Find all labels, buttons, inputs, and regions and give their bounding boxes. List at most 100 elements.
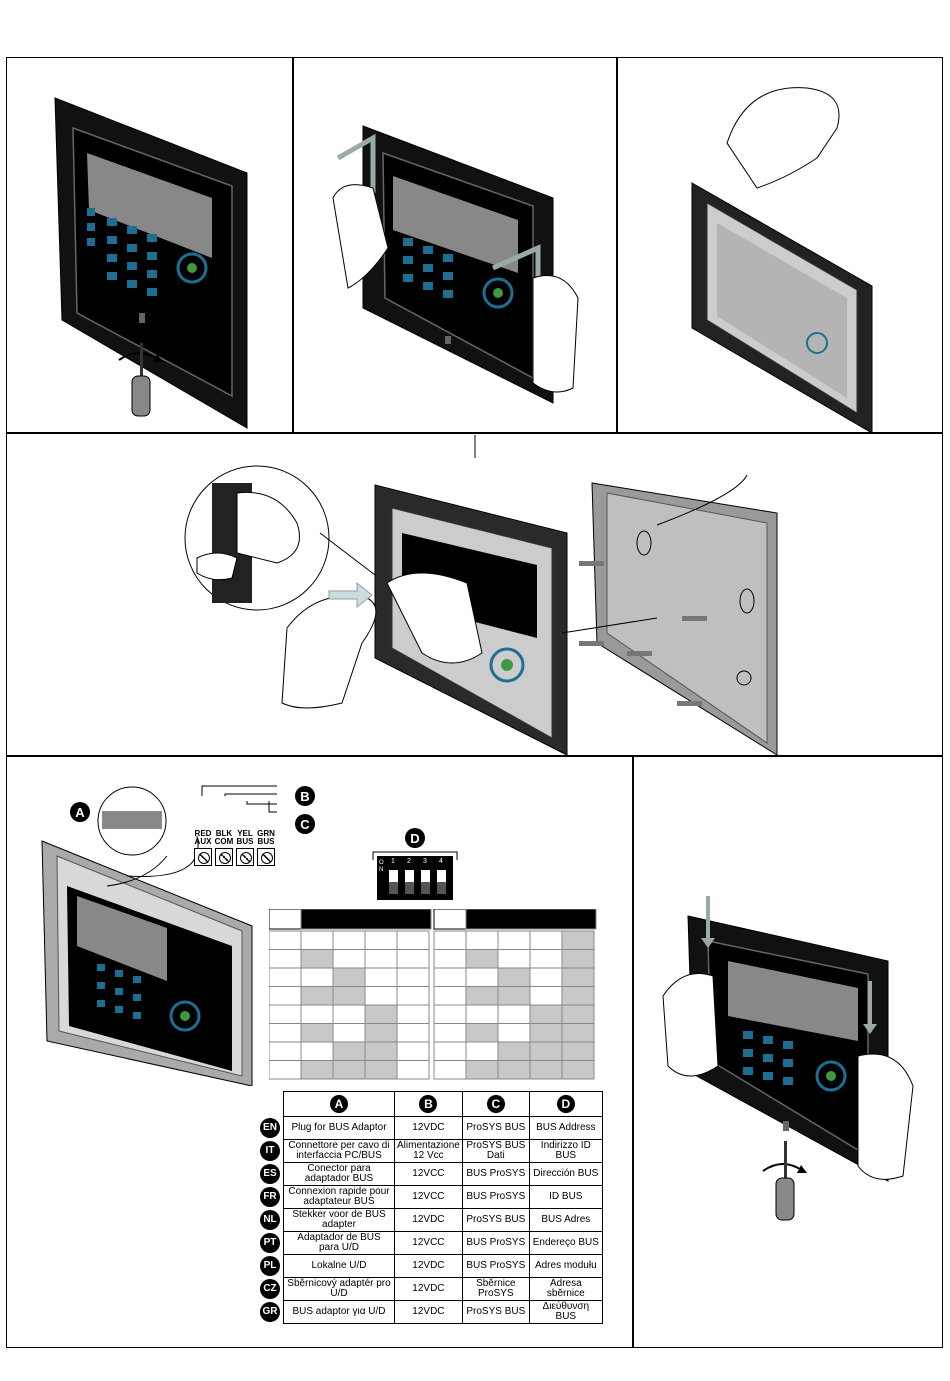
dip-grid-cell [364, 1004, 398, 1024]
terminal-label-top: YEL [237, 829, 253, 838]
dip-switch: ON 1 2 3 4 [377, 856, 453, 900]
dip-grid-cell [497, 967, 531, 987]
header-a: A [330, 1095, 348, 1113]
dip-grid-cell [364, 1023, 398, 1043]
dip-grid-cell [497, 1004, 531, 1024]
terminal-label-bottom: COM [214, 837, 234, 846]
dip-grid-cell [465, 967, 499, 987]
cell-b: 12VDC [394, 1208, 463, 1232]
dip-grid-cell [396, 949, 430, 969]
dip-grid-cell [364, 930, 398, 950]
cell-d: Διεύθυνση BUS [528, 1300, 603, 1324]
terminal-block: RED AUX BLK COM YEL BUS GRN BUS [192, 828, 282, 870]
dip-lever [437, 870, 446, 894]
dip-grid-cell [332, 930, 366, 950]
cell-b: 12VCC [394, 1231, 463, 1255]
cell-b: 12VCC [394, 1185, 463, 1209]
dip-grid-cell [396, 967, 430, 987]
dip-grid-cell [561, 1023, 595, 1043]
dip-grid-cell [300, 949, 334, 969]
dip-grid-cell [300, 930, 334, 950]
dip-grid-cell [433, 967, 467, 987]
cell-d: ID BUS [528, 1185, 603, 1209]
header-c: C [486, 1095, 505, 1113]
dip-grid-cell [364, 1060, 398, 1080]
dip-grid-cell [529, 1004, 563, 1024]
dip-grid-cell [465, 930, 499, 950]
dip-grid-cell [529, 1041, 563, 1061]
dip-grid-cell [465, 1023, 499, 1043]
wiring-illustration [41, 785, 277, 1086]
dip-grid-cell [332, 949, 366, 969]
screw-terminal [236, 848, 254, 866]
dip-grid-cell [300, 967, 334, 987]
dip-grid-cell [561, 967, 595, 987]
terminal-label-top: BLK [215, 829, 233, 838]
dip-grid-cell [332, 1041, 366, 1061]
language-badge: NL [260, 1210, 280, 1230]
language-badge: ES [260, 1164, 280, 1184]
dip-grid-cell [300, 1041, 334, 1061]
dip-grid-cell [561, 930, 595, 950]
step-panel-4 [6, 432, 943, 757]
dip-grid-cell [300, 1060, 334, 1080]
cell-c: ProSYS BUS [461, 1208, 530, 1232]
cell-c: ProSYS BUS Dati [461, 1139, 530, 1163]
cell-b: 12VCC [394, 1162, 463, 1186]
dip-grid-cell [364, 949, 398, 969]
language-badge: CZ [260, 1279, 280, 1299]
language-badge: PL [260, 1256, 280, 1276]
dip-grid-cell [433, 986, 467, 1006]
terminal-label-top: RED [194, 829, 212, 838]
cell-a: Conector para adaptador BUS [283, 1162, 395, 1186]
terminal-label-bottom: BUS [236, 837, 254, 846]
cell-b: 12VDC [394, 1116, 463, 1140]
cell-d: Dirección BUS [528, 1162, 603, 1186]
cell-c: ProSYS BUS [461, 1300, 530, 1324]
dip-grid-cell [332, 1004, 366, 1024]
dip-grid-cell [433, 1060, 467, 1080]
cell-b: 12VDC [394, 1300, 463, 1324]
dip-grid-cell [561, 1041, 595, 1061]
dip-number: 1 [391, 858, 395, 865]
keypad-front-illustration [54, 97, 248, 429]
dip-grid-cell [433, 930, 467, 950]
dip-grid-cell [433, 1004, 467, 1024]
dip-grid-cell [332, 967, 366, 987]
dip-grid-cell [529, 1060, 563, 1080]
dip-grid-cell [269, 1023, 302, 1043]
cell-c: ProSYS BUS [461, 1116, 530, 1140]
cell-c: BUS ProSYS [461, 1162, 530, 1186]
dip-grid-cell [465, 1004, 499, 1024]
dip-grid-cell [300, 1023, 334, 1043]
cell-b: 12VDC [394, 1254, 463, 1278]
dip-grid-cell [396, 986, 430, 1006]
cell-b: Alimentazione 12 Vcc [394, 1139, 463, 1163]
cell-a: Connexion rapide pour adaptateur BUS [283, 1185, 395, 1209]
header-b: B [419, 1095, 438, 1113]
cell-d: BUS Address [528, 1116, 603, 1140]
callout-c: C [295, 814, 315, 834]
table-header-row: A B C D [257, 1091, 603, 1117]
dip-lever [389, 870, 398, 894]
callout-b: B [295, 786, 315, 806]
dip-grid-cell [364, 967, 398, 987]
cell-a: BUS adaptor για U/D [283, 1300, 395, 1324]
dip-grid-cell [561, 986, 595, 1006]
dip-number: 3 [423, 858, 427, 865]
dip-grid-cell [396, 1060, 430, 1080]
dip-grid-cell [396, 930, 430, 950]
dip-grid-cell [300, 986, 334, 1006]
terminal-label-top: GRN [257, 829, 275, 838]
cell-a: Connettore per cavo di interfaccia PC/BU… [283, 1139, 395, 1163]
dip-grid-cell [497, 1060, 531, 1080]
dip-grid-cell [364, 986, 398, 1006]
header-d: D [556, 1095, 575, 1113]
